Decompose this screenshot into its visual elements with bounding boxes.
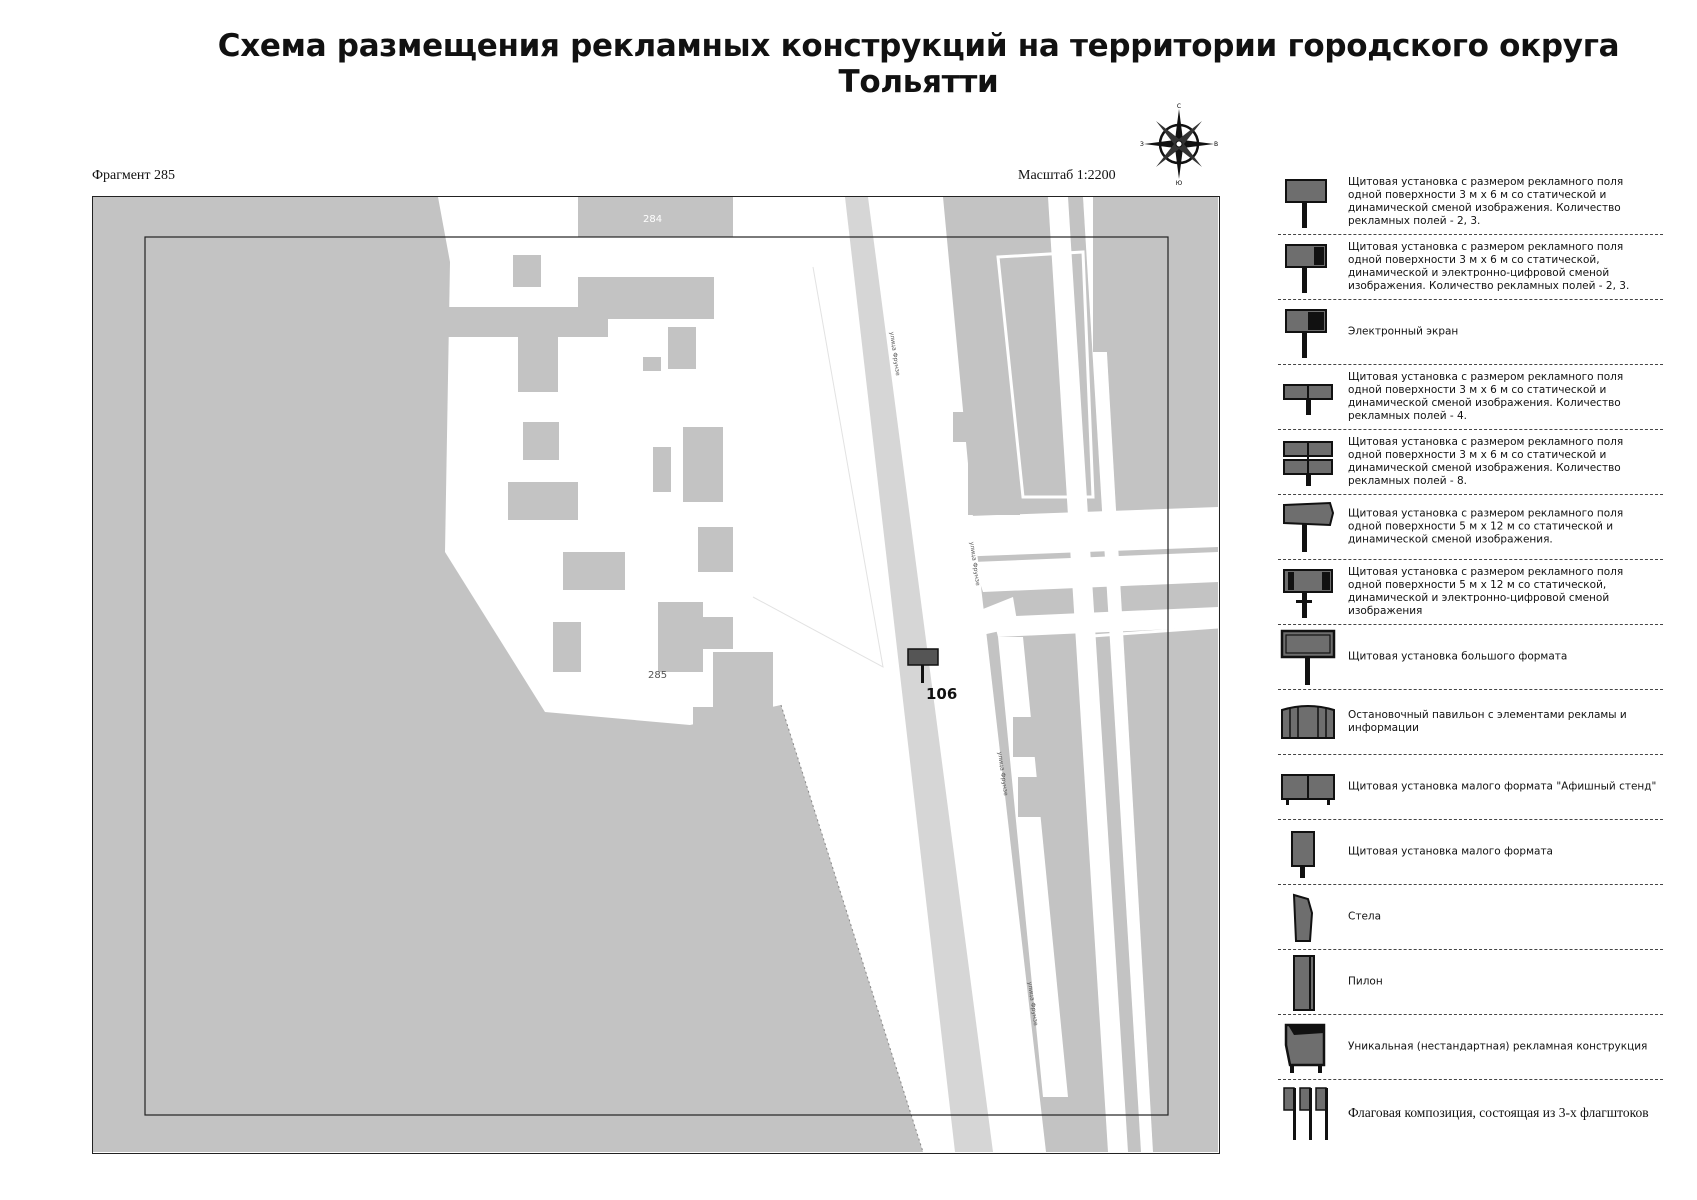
legend-item-billboard-3x6-digital: Щитовая установка с размером рекламного …	[1278, 235, 1663, 300]
legend-item-poster-stand: Щитовая установка малого формата "Афишны…	[1278, 755, 1663, 820]
legend-item-billboard-3x6-static-dynamic: Щитовая установка с размером рекламного …	[1278, 170, 1663, 235]
map-buildings	[448, 197, 1128, 817]
compass-n: С	[1177, 103, 1181, 110]
legend-text: Щитовая установка с размером рекламного …	[1348, 176, 1624, 227]
legend-item-stele: Стела	[1278, 885, 1663, 950]
map-road-east-3	[993, 607, 1218, 637]
compass-rose-icon: С Ю З В	[1140, 103, 1218, 185]
pylon-icon	[1293, 955, 1315, 1011]
legend-text: Стела	[1348, 910, 1382, 923]
map-east-outlines	[996, 250, 1218, 639]
map-road-band	[845, 197, 993, 1152]
stele-icon	[1292, 893, 1314, 942]
legend-item-unique-structure: Уникальная (нестандартная) рекламная кон…	[1278, 1015, 1663, 1080]
legend-item-billboard-3x6-4fields: Щитовая установка с размером рекламного …	[1278, 365, 1663, 430]
map-thin-line	[752, 266, 884, 668]
compass-e: В	[1214, 141, 1218, 148]
legend-text: Уникальная (нестандартная) рекламная кон…	[1348, 1040, 1648, 1053]
billboard-3x6-4fields-icon	[1283, 384, 1333, 415]
sheet-label-284: 284	[643, 214, 662, 225]
fragment-label: Фрагмент 285	[92, 168, 176, 183]
bus-stop-pavilion-icon	[1281, 705, 1335, 739]
map-dotted-boundary	[780, 704, 924, 1152]
legend-text: Щитовая установка с размером рекламного …	[1348, 436, 1624, 487]
page-title: Схема размещения рекламных конструкций н…	[217, 28, 1620, 100]
map-road-east-5	[1048, 197, 1128, 1152]
billboard-3x6-static-dynamic-icon	[1285, 179, 1327, 228]
legend-text: Щитовая установка малого формата	[1348, 845, 1553, 858]
large-format-billboard-icon	[1280, 629, 1336, 685]
legend-text: Щитовая установка большого формата	[1348, 650, 1568, 663]
legend-item-pylon: Пилон	[1278, 950, 1663, 1015]
legend-item-large-format-billboard: Щитовая установка большого формата	[1278, 625, 1663, 690]
legend-item-electronic-screen: Электронный экран	[1278, 300, 1663, 365]
legend-text: Щитовая установка с размером рекламного …	[1348, 241, 1630, 292]
billboard-5x12-static-dynamic-icon	[1283, 501, 1335, 552]
unique-structure-icon	[1284, 1023, 1326, 1073]
legend: Щитовая установка с размером рекламного …	[1278, 170, 1663, 1145]
legend-item-small-format-billboard: Щитовая установка малого формата	[1278, 820, 1663, 885]
ad-structure-106-icon[interactable]	[907, 648, 939, 683]
map-fragment[interactable]: 284 285 улица Фрунзе улица Фрунзе улица …	[92, 196, 1220, 1154]
sheet-label-285: 285	[648, 670, 667, 681]
legend-text: Щитовая установка малого формата "Афишны…	[1348, 780, 1657, 793]
scale-label: Масштаб 1:2200	[1018, 168, 1116, 183]
map-block-west	[93, 197, 923, 1152]
map-canvas[interactable]: 284 285 улица Фрунзе улица Фрунзе улица …	[93, 197, 1218, 1152]
map-road-east-7	[963, 597, 1018, 637]
legend-item-bus-stop-pavilion: Остановочный павильон с элементами рекла…	[1278, 690, 1663, 755]
legend-item-flag-composition: Флаговая композиция, состоящая из 3-х фл…	[1278, 1080, 1663, 1145]
electronic-screen-icon	[1285, 309, 1327, 358]
legend-text: Щитовая установка с размером рекламного …	[1348, 371, 1624, 422]
legend-text: Остановочный павильон с элементами рекла…	[1348, 709, 1627, 734]
legend-item-billboard-5x12-digital: Щитовая установка с размером рекламного …	[1278, 560, 1663, 625]
map-road-east-6	[1083, 197, 1153, 1152]
map-road-east-2	[973, 552, 1218, 592]
legend-text: Электронный экран	[1348, 325, 1459, 338]
legend-item-billboard-5x12-static-dynamic: Щитовая установка с размером рекламного …	[1278, 495, 1663, 560]
billboard-3x6-digital-icon	[1285, 244, 1327, 293]
legend-text: Флаговая композиция, состоящая из 3-х фл…	[1348, 1104, 1649, 1120]
flag-composition-icon	[1283, 1087, 1328, 1140]
billboard-5x12-digital-icon	[1283, 569, 1333, 618]
legend-text: Щитовая установка с размером рекламного …	[1348, 566, 1624, 617]
ad-structure-106-label[interactable]: 106	[926, 685, 957, 703]
poster-stand-icon	[1281, 774, 1335, 805]
compass-s: Ю	[1176, 180, 1183, 185]
legend-text: Щитовая установка с размером рекламного …	[1348, 507, 1624, 546]
legend-text: Пилон	[1348, 975, 1383, 988]
billboard-3x6-8fields-icon	[1283, 441, 1333, 486]
sheet-frame-285	[144, 236, 1169, 1116]
legend-item-billboard-3x6-8fields: Щитовая установка с размером рекламного …	[1278, 430, 1663, 495]
compass-w: З	[1140, 141, 1144, 148]
small-format-billboard-icon	[1291, 831, 1315, 878]
